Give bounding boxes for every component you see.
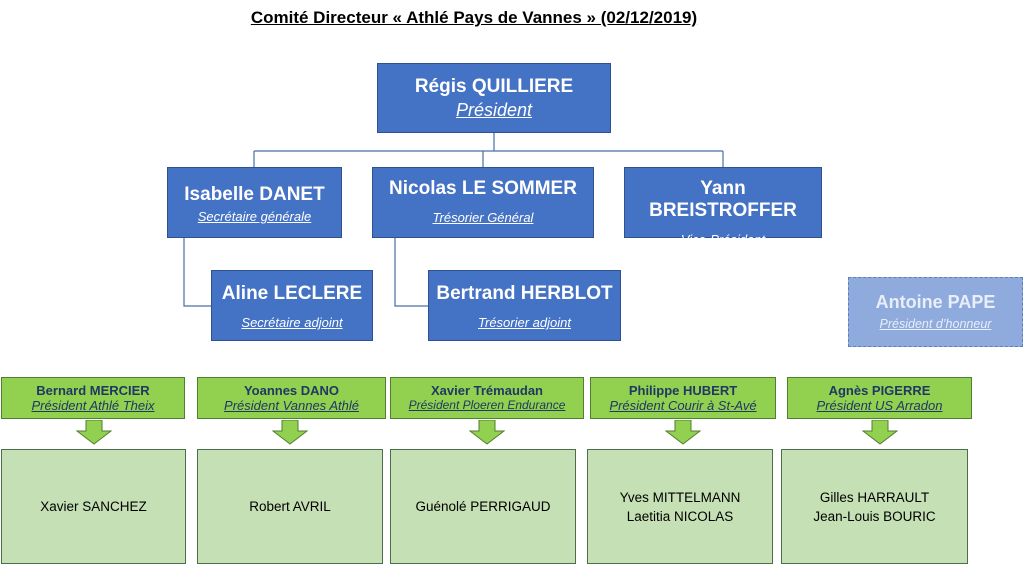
member-name: Guénolé PERRIGAUD <box>415 499 551 514</box>
club-president-name: Bernard MERCIER <box>36 383 150 398</box>
deputy-name: Aline LECLERE <box>221 283 363 304</box>
member-name: Robert AVRIL <box>249 499 331 514</box>
down-arrow-icon <box>76 420 112 445</box>
member-name: Laetitia NICOLAS <box>626 508 734 524</box>
club-president-role: Président Ploeren Endurance <box>408 398 566 412</box>
down-arrow-icon <box>862 420 898 445</box>
club-president-box: Bernard MERCIER Président Athlé Theix <box>1 377 185 419</box>
club-president-role: Président Vannes Athlé <box>224 398 359 413</box>
honorary-box: Antoine PAPE Président d’honneur <box>848 277 1023 347</box>
officer-box: Isabelle DANET Secrétaire générale <box>167 167 342 238</box>
page-title: Comité Directeur « Athlé Pays de Vannes … <box>250 8 698 27</box>
honorary-name: Antoine PAPE <box>875 292 996 312</box>
club-members-box: Xavier SANCHEZ <box>1 449 186 564</box>
officer-box: Yann BREISTROFFER Vice-Président <box>624 167 822 247</box>
club-president-role: Président Athlé Theix <box>31 398 155 413</box>
officer-name: Yann BREISTROFFER <box>649 178 797 221</box>
president-box: Régis QUILLIERE Président <box>377 63 611 133</box>
officer-role: Trésorier Général <box>432 210 534 225</box>
officer-box: Nicolas LE SOMMER Trésorier Général <box>372 167 594 238</box>
officer-name: Nicolas LE SOMMER <box>389 178 577 199</box>
member-name: Yves MITTELMANN <box>619 489 741 505</box>
club-members-box: Yves MITTELMANN Laetitia NICOLAS <box>587 449 773 564</box>
club-president-name: Yoannes DANO <box>243 383 340 398</box>
club-members-box: Gilles HARRAULT Jean-Louis BOURIC <box>781 449 968 564</box>
deputy-box: Bertrand HERBLOT Trésorier adjoint <box>428 270 621 341</box>
club-president-name: Philippe HUBERT <box>628 383 738 398</box>
club-president-role: Président Courir à St-Avé <box>609 398 757 413</box>
club-president-name: Xavier Trémaudan <box>431 383 543 398</box>
member-name: Xavier SANCHEZ <box>40 499 147 514</box>
club-president-box: Philippe HUBERT Président Courir à St-Av… <box>590 377 776 419</box>
president-name: Régis QUILLIERE <box>414 76 574 97</box>
officer-name: Isabelle DANET <box>184 184 325 205</box>
president-role: Président <box>455 100 533 120</box>
down-arrow-icon <box>272 420 308 445</box>
club-members-box: Guénolé PERRIGAUD <box>390 449 576 564</box>
deputy-name: Bertrand HERBLOT <box>436 283 613 304</box>
deputy-box: Aline LECLERE Secrétaire adjoint <box>211 270 373 341</box>
club-president-role: Président US Arradon <box>816 398 943 413</box>
club-members-box: Robert AVRIL <box>197 449 383 564</box>
deputy-role: Secrétaire adjoint <box>241 315 343 330</box>
club-president-box: Yoannes DANO Président Vannes Athlé <box>197 377 386 419</box>
officer-role: Vice-Président <box>680 232 766 247</box>
club-president-box: Agnès PIGERRE Président US Arradon <box>787 377 972 419</box>
down-arrow-icon <box>469 420 505 445</box>
member-name: Jean-Louis BOURIC <box>813 508 936 524</box>
club-president-name: Agnès PIGERRE <box>828 383 931 398</box>
club-president-box: Xavier Trémaudan Président Ploeren Endur… <box>390 377 584 419</box>
down-arrow-icon <box>665 420 701 445</box>
deputy-role: Trésorier adjoint <box>478 315 571 330</box>
member-name: Gilles HARRAULT <box>819 489 930 505</box>
honorary-role: Président d’honneur <box>879 317 992 331</box>
officer-role: Secrétaire générale <box>197 209 312 224</box>
